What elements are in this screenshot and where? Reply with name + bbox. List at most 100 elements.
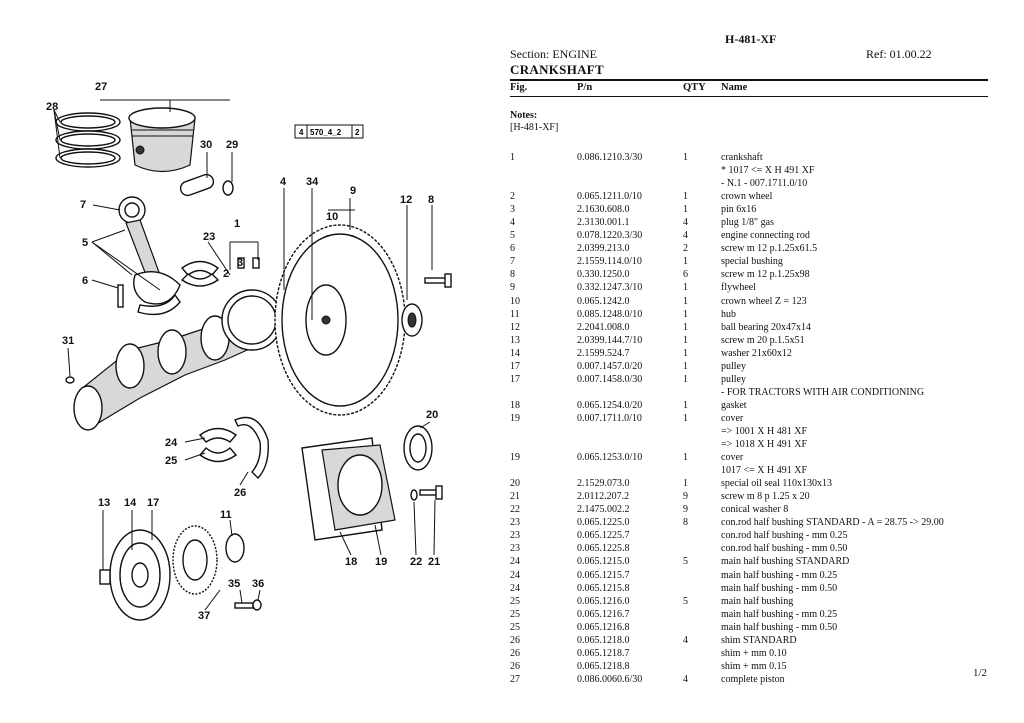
table-row: - N.1 - 007.1711.0/10 <box>510 177 990 190</box>
cell-pn: 2.2041.008.0 <box>577 321 630 333</box>
ref-box-left: 4 <box>299 128 304 137</box>
cell-fig: 2 <box>510 191 515 203</box>
cell-qty: 4 <box>683 673 688 685</box>
callout-10: 10 <box>326 211 338 223</box>
cell-pn: 0.065.1215.0 <box>577 556 630 568</box>
callout-30: 30 <box>200 139 212 151</box>
cell-pn: 0.330.1250.0 <box>577 269 630 281</box>
cell-qty: 1 <box>683 360 688 372</box>
section-line: Section: ENGINE Ref: 01.00.22 <box>510 47 990 62</box>
cell-fig: 3 <box>510 204 515 216</box>
cell-name: plug 1/8" gas <box>721 217 774 229</box>
cell-name: pulley <box>721 360 746 372</box>
ref-box-right: 2 <box>355 128 360 137</box>
callout-8: 8 <box>428 194 434 206</box>
cell-fig: 21 <box>510 491 520 503</box>
cell-pn: 2.1529.073.0 <box>577 478 630 490</box>
callout-17: 17 <box>147 497 159 509</box>
header-divider <box>510 96 988 97</box>
cell-name: pulley <box>721 373 746 385</box>
cell-qty: 1 <box>683 321 688 333</box>
reference-box: 4 570_4_2 2 <box>294 124 364 139</box>
cell-name: screw m 12 p.1.25x61.5 <box>721 243 818 255</box>
cell-name: hub <box>721 308 736 320</box>
cell-qty: 1 <box>683 399 688 411</box>
cell-pn: 0.007.1458.0/30 <box>577 373 643 385</box>
cell-name: shim + mm 0.10 <box>721 647 787 659</box>
cell-name: crown wheel Z = 123 <box>721 295 807 307</box>
cell-name: cover <box>721 452 744 464</box>
notes-label: Notes: <box>510 110 538 121</box>
cell-fig: 9 <box>510 282 515 294</box>
callout-35: 35 <box>228 578 240 590</box>
cell-name: main half bushing <box>721 595 794 607</box>
cell-fig: 13 <box>510 334 520 346</box>
callout-29: 29 <box>226 139 238 151</box>
cell-fig: 25 <box>510 621 520 633</box>
connecting-rod-illustration <box>117 196 181 316</box>
cell-fig: 19 <box>510 452 520 464</box>
column-header-fig: Fig. <box>510 82 528 93</box>
cell-qty: 1 <box>683 308 688 320</box>
cell-name: special bushing <box>721 256 783 268</box>
cell-name: main half bushing - mm 0.25 <box>721 608 838 620</box>
cell-fig: 26 <box>510 634 520 646</box>
cell-name: con.rod half bushing - mm 0.50 <box>721 543 848 555</box>
cell-name: => 1018 X H 491 XF <box>721 439 808 451</box>
cell-fig: 12 <box>510 321 520 333</box>
column-header-qty: QTY <box>683 82 706 93</box>
cell-pn: 0.065.1218.7 <box>577 647 630 659</box>
column-header-name: Name <box>721 82 748 93</box>
callout-21: 21 <box>428 556 440 568</box>
cell-pn: 0.065.1215.8 <box>577 582 630 594</box>
cell-pn: 2.0112.207.2 <box>577 491 630 503</box>
callout-34: 34 <box>306 176 319 188</box>
cell-name: 1017 <= X H 491 XF <box>721 465 808 477</box>
cell-qty: 1 <box>683 256 688 268</box>
cell-name: screw m 12 p.1.25x98 <box>721 269 810 281</box>
piston-illustration <box>128 107 196 173</box>
cell-fig: 17 <box>510 360 520 372</box>
cell-pn: 2.1559.114.0/10 <box>577 256 642 268</box>
cell-qty: 2 <box>683 243 688 255</box>
callout-26: 26 <box>234 487 246 499</box>
column-header-pn: P/n <box>577 82 593 93</box>
cell-qty: 1 <box>683 412 688 424</box>
cell-name: special oil seal 110x130x13 <box>721 478 832 490</box>
callout-11: 11 <box>220 509 232 521</box>
cell-pn: 0.086.0060.6/30 <box>577 673 643 685</box>
cell-qty: 1 <box>683 478 688 490</box>
cell-name: washer 21x60x12 <box>721 347 792 359</box>
cell-pn: 0.065.1225.0 <box>577 517 630 529</box>
cell-pn: 0.065.1211.0/10 <box>577 191 642 203</box>
notes-value: [H-481-XF] <box>510 122 559 133</box>
callout-28: 28 <box>46 101 58 113</box>
pulley-illustration <box>109 525 245 621</box>
cell-fig: 4 <box>510 217 515 229</box>
cell-qty: 5 <box>683 595 688 607</box>
cell-name: main half bushing - mm 0.25 <box>721 569 838 581</box>
cell-pn: 0.065.1242.0 <box>577 295 630 307</box>
piston-rings-illustration <box>55 112 121 168</box>
cell-name: con.rod half bushing - mm 0.25 <box>721 530 848 542</box>
cell-fig: 10 <box>510 295 520 307</box>
cell-fig: 23 <box>510 517 520 529</box>
cell-name: * 1017 <= X H 491 XF <box>721 165 815 177</box>
callout-labels: 27 28 30 29 4 34 9 12 8 10 7 1 23 5 2 3 … <box>46 81 440 622</box>
callout-22: 22 <box>410 556 422 568</box>
exploded-parts-diagram: 4 570_4_2 2 <box>40 70 470 630</box>
callout-20: 20 <box>426 409 438 421</box>
cell-fig: 24 <box>510 582 520 594</box>
callout-27: 27 <box>95 81 107 93</box>
